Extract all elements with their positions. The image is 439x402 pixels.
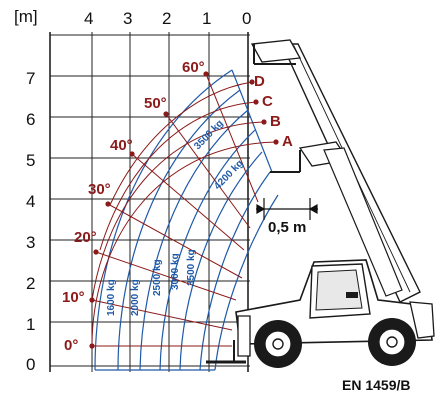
x-tick: 2 (162, 9, 171, 28)
angle-dot (163, 111, 169, 117)
point-dot-a (273, 139, 279, 145)
y-tick: 7 (26, 69, 35, 88)
angle-line-50 (165, 113, 251, 229)
point-dot-b (261, 119, 267, 125)
point-label-b: B (270, 113, 281, 130)
unit-label: [m] (14, 7, 38, 26)
angle-line-20 (95, 251, 237, 301)
dimension-arrow-left (256, 203, 266, 215)
load-curve (159, 129, 256, 371)
x-tick: 1 (202, 9, 211, 28)
load-label: 1600 kg (106, 279, 117, 316)
point-label-c: C (262, 93, 273, 110)
load-label: 3500 kg (186, 249, 197, 286)
cab-window (315, 269, 363, 311)
boom-head-upper (250, 39, 302, 63)
load-label: 2000 kg (130, 279, 141, 316)
point-dot-c (253, 99, 259, 105)
load-label: 2500 kg (152, 259, 163, 296)
angle-dot (203, 71, 209, 77)
angle-lines (91, 73, 277, 347)
extension-arc-b (91, 121, 265, 301)
fork-middle (270, 150, 301, 173)
angle-line-40 (131, 153, 245, 251)
angle-line-30 (107, 203, 243, 279)
counterweight (409, 301, 435, 339)
load-curve-inner (214, 194, 279, 371)
load-curve (117, 89, 241, 371)
y-tick: 3 (26, 233, 35, 252)
grid (49, 32, 250, 372)
angle-label: 0° (64, 337, 78, 354)
load-curves (94, 69, 279, 371)
fork-upper (253, 44, 296, 65)
point-label-d: D (254, 73, 265, 90)
x-tick: 3 (123, 9, 132, 28)
extension-arc-d (109, 81, 253, 206)
angle-markers (89, 71, 279, 349)
x-tick: 0 (242, 9, 251, 28)
boom-lower-arm (323, 147, 403, 297)
angle-label: 10° (62, 289, 85, 306)
angle-dot (89, 297, 95, 303)
y-tick: 0 (26, 355, 35, 374)
front-carriage (237, 315, 251, 357)
dimension-label: 0,5 m (268, 219, 306, 236)
rear-wheel-hub (386, 336, 398, 348)
y-tick: 5 (26, 151, 35, 170)
x-tick: 4 (84, 9, 93, 28)
dimension-arrow-right (308, 203, 318, 215)
load-curve-top-cap (231, 69, 273, 173)
angle-label: 30° (88, 181, 111, 198)
y-tick: 6 (26, 110, 35, 129)
load-curve (179, 151, 263, 371)
point-dot-d (249, 79, 255, 85)
angle-label: 20° (74, 229, 97, 246)
y-tick: 2 (26, 274, 35, 293)
angle-line-60 (205, 73, 259, 203)
point-label-a: A (282, 133, 293, 150)
angle-dot (105, 201, 111, 207)
extension-arc-a (91, 141, 277, 347)
extension-arc-c (99, 101, 257, 251)
telehandler (206, 39, 435, 368)
angle-label: 40° (110, 137, 133, 154)
y-tick: 1 (26, 315, 35, 334)
y-tick: 4 (26, 192, 35, 211)
dimension-marker (256, 198, 318, 220)
angle-dot (129, 151, 135, 157)
angle-dot (89, 343, 95, 349)
load-curve-outer (94, 69, 233, 371)
front-wheel-hub (272, 338, 284, 350)
angle-label: 60° (182, 59, 205, 76)
load-curve (139, 109, 249, 371)
cab-handle (346, 292, 358, 298)
angle-line-10 (91, 299, 233, 331)
angle-dot (93, 249, 99, 255)
load-label: 3000 kg (170, 253, 181, 290)
angle-label: 50° (144, 95, 167, 112)
standard-label: EN 1459/B (342, 377, 410, 393)
